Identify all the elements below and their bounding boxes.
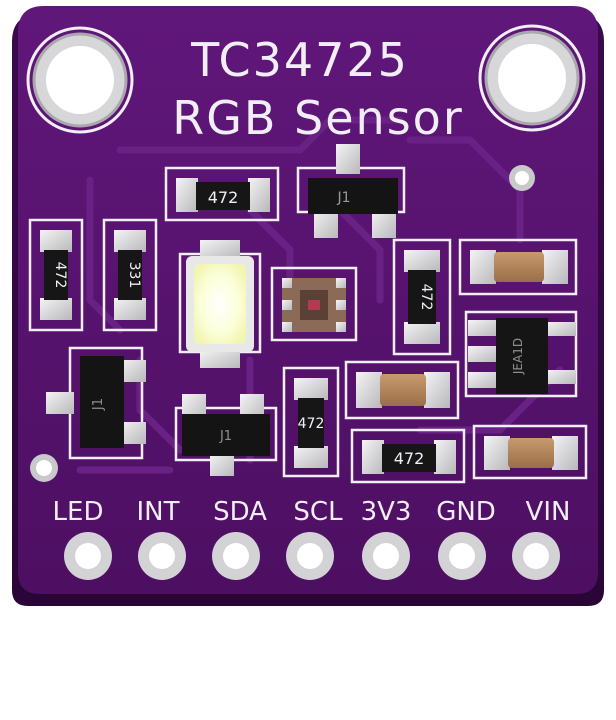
transistor-top: J1: [296, 144, 406, 238]
color-sensor-chip: [270, 266, 358, 342]
regulator-label: JEA1D: [511, 338, 525, 375]
pin-label-led: LED: [53, 497, 104, 527]
pin-label-vin: VIN: [526, 497, 571, 527]
capacitor-top-right: [458, 238, 578, 296]
pin-hole-gnd: [438, 532, 486, 580]
resistor-mid-label: 472: [418, 284, 434, 311]
resistor-mid: 472: [392, 238, 452, 356]
transistor-mid-label: J1: [219, 429, 232, 444]
voltage-regulator: JEA1D: [464, 310, 578, 398]
capacitor-bottom-right: [472, 424, 588, 480]
transistor-left: J1: [46, 346, 146, 460]
via: [36, 460, 52, 476]
transistor-mid: J1: [174, 394, 278, 476]
resistor-bottom-label: 472: [394, 449, 425, 468]
resistor-left2-label: 331: [126, 262, 142, 289]
resistor-left2: 331: [102, 218, 158, 332]
white-led: [178, 240, 262, 368]
resistor-bottom: 472: [350, 428, 466, 484]
resistor-right: 472: [282, 366, 340, 478]
header-pins: [64, 532, 560, 580]
pin-hole-scl: [286, 532, 334, 580]
pin-hole-vin: [512, 532, 560, 580]
pin-label-scl: SCL: [293, 497, 343, 527]
resistor-left1-label: 472: [52, 262, 68, 289]
pin-label-3v3: 3V3: [361, 497, 412, 527]
pin-label-int: INT: [137, 497, 180, 527]
pin-hole-sda: [212, 532, 260, 580]
resistor-left1: 472: [28, 218, 84, 332]
pin-hole-3v3: [362, 532, 410, 580]
pin-hole-int: [138, 532, 186, 580]
transistor-left-label: J1: [91, 398, 106, 411]
mounting-hole-left: [26, 26, 134, 134]
resistor-right-label: 472: [298, 416, 325, 432]
board-title: TC34725: [190, 33, 409, 87]
pin-hole-led: [64, 532, 112, 580]
board-subtitle: RGB Sensor: [172, 91, 463, 145]
pin-label-gnd: GND: [436, 497, 496, 527]
pin-label-sda: SDA: [213, 497, 267, 527]
resistor-top: 472: [164, 166, 280, 222]
capacitor-middle: [344, 360, 460, 420]
via: [515, 171, 529, 185]
mounting-hole-right: [478, 24, 586, 132]
transistor-top-label: J1: [336, 190, 350, 206]
pin-labels: LED INT SDA SCL 3V3 GND VIN: [53, 497, 571, 527]
resistor-top-label: 472: [208, 188, 239, 207]
